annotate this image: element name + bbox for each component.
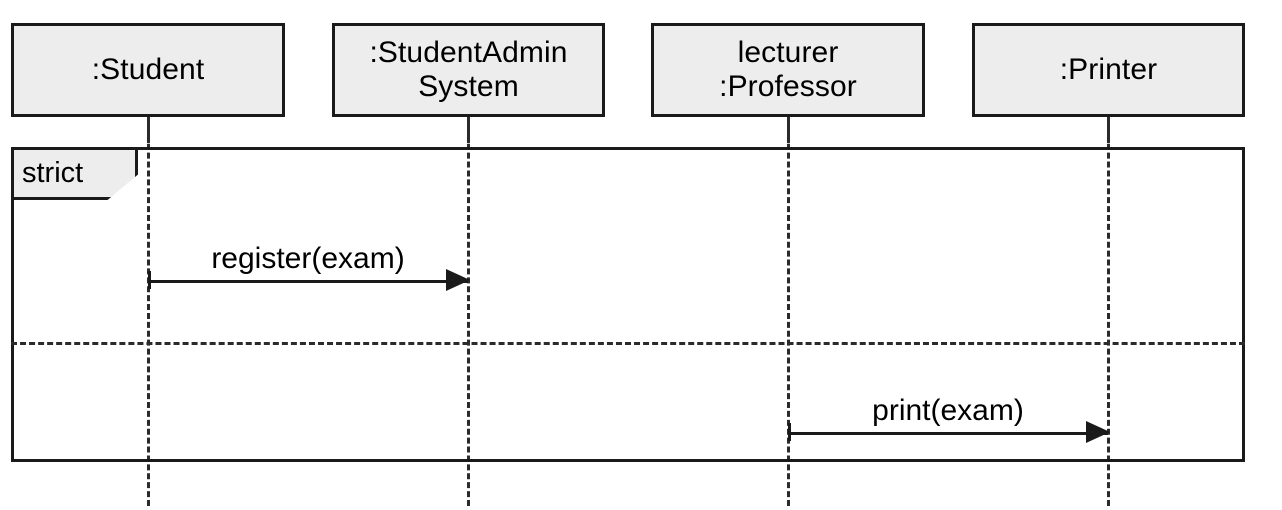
lifeline-stub-student bbox=[147, 117, 150, 143]
operand-separator bbox=[11, 342, 1245, 345]
lifeline-head-label-printer: :Printer bbox=[1059, 53, 1158, 87]
fragment-operator-text: strict bbox=[22, 156, 84, 189]
message-label-register-exam: register(exam) bbox=[211, 242, 405, 275]
lifeline-head-label-student-admin-system: :StudentAdmin System bbox=[369, 36, 568, 103]
lifeline-head-label-lecturer-professor: lecturer :Professor bbox=[719, 36, 857, 103]
lifeline-stub-student-admin-system bbox=[467, 117, 470, 143]
lifeline-line-student bbox=[147, 117, 150, 506]
lifeline-line-lecturer-professor bbox=[787, 117, 790, 506]
arrow-head-icon-print-exam bbox=[1086, 421, 1110, 443]
lifeline-stub-lecturer-professor bbox=[787, 117, 790, 143]
combined-fragment-strict bbox=[11, 147, 1245, 462]
lifeline-head-student[interactable]: :Student bbox=[11, 23, 285, 117]
lifeline-stub-printer bbox=[1107, 117, 1110, 143]
fragment-operator-label: strict bbox=[11, 147, 138, 200]
arrow-head-icon-register-exam bbox=[446, 269, 470, 291]
lifeline-head-printer[interactable]: :Printer bbox=[972, 23, 1245, 117]
message-shaft-register-exam bbox=[148, 280, 468, 283]
message-label-print-exam: print(exam) bbox=[872, 394, 1024, 427]
fragment-operator-pentagon bbox=[11, 147, 138, 200]
lifeline-head-student-admin-system[interactable]: :StudentAdmin System bbox=[332, 23, 605, 117]
lifeline-head-lecturer-professor[interactable]: lecturer :Professor bbox=[651, 23, 925, 117]
lifeline-line-printer bbox=[1107, 117, 1110, 506]
lifeline-head-label-student: :Student bbox=[91, 53, 205, 87]
lifeline-line-student-admin-system bbox=[467, 117, 470, 506]
message-shaft-print-exam bbox=[788, 432, 1108, 435]
